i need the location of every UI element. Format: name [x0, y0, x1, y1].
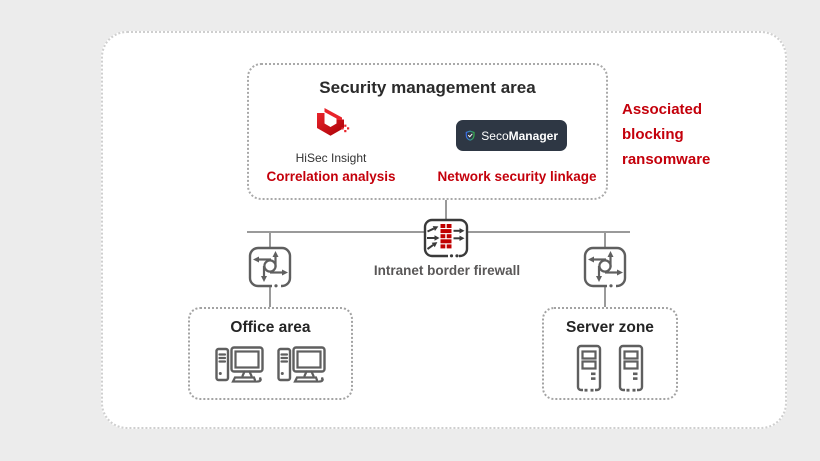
hisec-insight-label: HiSec Insight: [295, 151, 367, 165]
office-devices: [190, 344, 351, 386]
security-management-area-box: Security management area HiSec Insight C…: [247, 63, 608, 200]
switch-icon: [248, 246, 292, 288]
firewall-icon: [423, 218, 469, 258]
server-zone-title: Server zone: [566, 319, 654, 336]
secomanager-wordmark: SecoManager: [481, 128, 558, 143]
secomanager-badge: SecoManager: [456, 120, 567, 151]
server-icon: [576, 344, 602, 392]
server-zone-box: Server zone: [542, 307, 678, 400]
annotation-line: Associated: [622, 101, 703, 118]
correlation-analysis-label: Correlation analysis: [266, 169, 396, 184]
hisec-insight-logo: [317, 108, 350, 136]
switch-icon: [583, 246, 627, 288]
office-area-box: Office area: [188, 307, 353, 400]
security-area-title: Security management area: [319, 78, 536, 97]
network-security-linkage-label: Network security linkage: [437, 169, 597, 184]
server-icon: [618, 344, 644, 392]
desktop-computer-icon: [214, 346, 264, 383]
ransomware-annotation: Associated blocking ransomware: [622, 97, 792, 172]
desktop-computer-icon: [276, 346, 326, 383]
firewall-label: Intranet border firewall: [373, 263, 521, 278]
annotation-line: blocking: [622, 126, 684, 143]
shield-icon: [465, 130, 475, 141]
office-area-title: Office area: [230, 319, 311, 336]
annotation-line: ransomware: [622, 151, 711, 168]
server-devices: [544, 344, 676, 392]
